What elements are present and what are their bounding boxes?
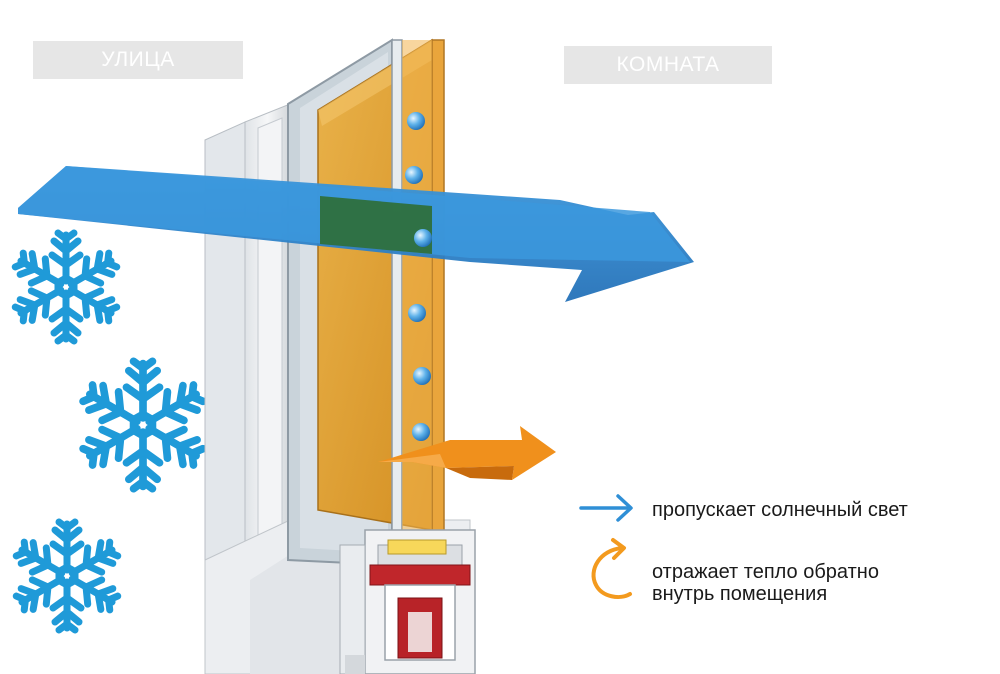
- frame-profile: [339, 529, 476, 674]
- heat-reflect-arrow: [378, 426, 556, 480]
- curved-orange-arrow-icon: [591, 538, 632, 599]
- blue-arrow-icon: [579, 494, 633, 522]
- outside-label: УЛИЦА: [33, 41, 243, 79]
- inside-label: КОМНАТА: [564, 46, 772, 84]
- legend-light-text: пропускает солнечный свет: [652, 499, 908, 521]
- legend-heat-line2: внутрь помещения: [652, 583, 828, 605]
- snowflake-icon: [80, 361, 207, 488]
- legend-heat-line1: отражает тепло обратно: [652, 561, 879, 583]
- gas-bubble-icon: [405, 112, 432, 441]
- legend-heat-text: отражает тепло обратно внутрь помещения: [652, 561, 972, 605]
- snowflake-icon: [12, 233, 120, 341]
- sunlight-arrow: [18, 166, 694, 302]
- snowflake-icon: [13, 522, 121, 630]
